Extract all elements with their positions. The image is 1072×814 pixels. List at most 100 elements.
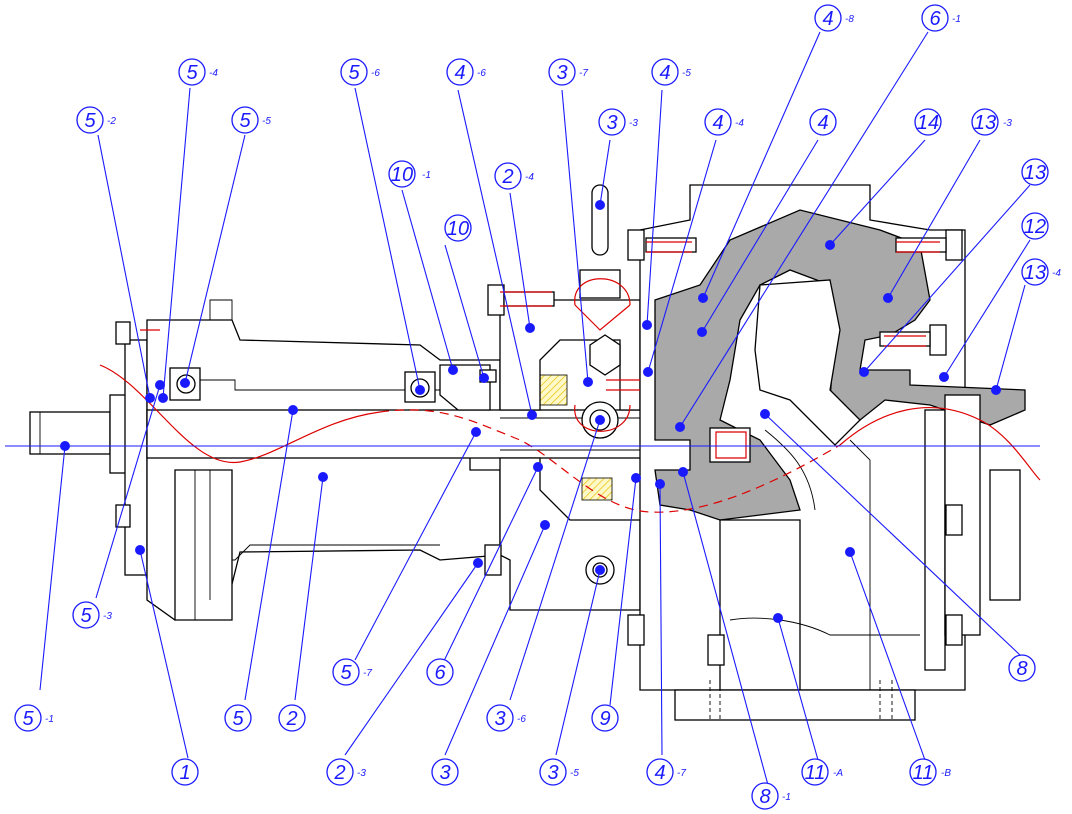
callout-5: 5 (224, 704, 252, 732)
callout-10: 10 (444, 214, 472, 242)
svg-text:-2: -2 (107, 116, 116, 127)
callout-5-2: 5 -2 (76, 106, 116, 134)
callout-4-6: 4-6 (446, 58, 486, 86)
svg-text:-5: -5 (682, 68, 691, 79)
callout-4-7: 4 -7 (646, 758, 686, 786)
svg-text:5: 5 (84, 110, 96, 132)
callout-13: 13 (1021, 158, 1049, 186)
svg-text:14: 14 (917, 112, 939, 134)
callout-4-5: 4 -5 (651, 58, 691, 86)
callout-3-6: 3 -6 (486, 704, 526, 732)
svg-text:4: 4 (712, 112, 723, 134)
svg-text:-3: -3 (103, 611, 112, 622)
svg-text:8: 8 (759, 786, 770, 808)
svg-text:2: 2 (333, 762, 345, 784)
mechanical-parts (5, 184, 1041, 721)
callout-4-8: 4 -8 (814, 4, 854, 32)
callout-11-B: 11 -B (909, 758, 951, 786)
callout-13-4: 13 -4 (1021, 258, 1061, 286)
svg-text:-4: -4 (1052, 268, 1061, 279)
svg-text:-A: -A (833, 768, 843, 779)
svg-text:4: 4 (654, 762, 665, 784)
svg-text:3: 3 (547, 762, 558, 784)
svg-text:10: 10 (447, 218, 469, 240)
svg-text:-4: -4 (209, 68, 218, 79)
svg-text:-5: -5 (570, 768, 579, 779)
svg-text:-3: -3 (629, 118, 638, 129)
svg-text:-1: -1 (422, 170, 431, 181)
callout-5-3: 5 -3 (72, 601, 112, 629)
svg-text:5: 5 (80, 605, 92, 627)
svg-text:3: 3 (606, 112, 617, 134)
svg-text:5: 5 (348, 62, 360, 84)
callout-9: 9 (591, 704, 619, 732)
shaft-end (29, 411, 111, 455)
callout-3-5: 3 -5 (539, 758, 579, 786)
svg-text:-1: -1 (952, 14, 961, 25)
svg-text:-6: -6 (517, 714, 526, 725)
svg-text:5: 5 (239, 110, 251, 132)
callout-5-7: 5 -7 (332, 658, 372, 686)
svg-text:3: 3 (494, 708, 505, 730)
svg-text:-4: -4 (735, 118, 744, 129)
svg-text:-7: -7 (579, 68, 588, 79)
svg-text:13: 13 (1024, 262, 1046, 284)
svg-text:11: 11 (805, 762, 826, 784)
callout-8-1: 8 -1 (751, 782, 791, 810)
svg-text:-4: -4 (525, 172, 534, 183)
svg-text:4: 4 (454, 62, 465, 84)
svg-text:10: 10 (391, 164, 413, 186)
callout-4: 4 (809, 108, 837, 136)
callout-13-3: 13 -3 (971, 108, 1012, 136)
callouts: 5 -1 5 -2 5 -3 5 -4 5 -5 5 -6 5 -7 5 1 2 2 -3 2-… (14, 4, 1061, 810)
callout-5-1: 5 -1 (14, 704, 54, 732)
svg-text:5: 5 (340, 662, 352, 684)
callout-5-5: 5 -5 (231, 106, 271, 134)
callout-4-4: 4 -4 (704, 108, 744, 136)
svg-text:3: 3 (439, 762, 450, 784)
callout-2-4: 2-4 (494, 162, 534, 190)
callout-1: 1 (171, 758, 199, 786)
callout-8: 8 (1008, 654, 1036, 682)
svg-text:5: 5 (232, 708, 244, 730)
svg-text:6: 6 (929, 8, 941, 30)
svg-text:13: 13 (1024, 162, 1046, 184)
callout-10-1: 10 -1 (388, 160, 431, 188)
svg-text:-8: -8 (845, 14, 854, 25)
svg-text:13: 13 (974, 112, 996, 134)
svg-text:-5: -5 (262, 116, 271, 127)
callout-5-6: 5 -6 (340, 58, 380, 86)
main-shaft (146, 409, 708, 459)
callout-6: 6 (426, 658, 454, 686)
svg-text:4: 4 (659, 62, 670, 84)
leader-lines (39, 31, 1031, 786)
callout-14: 14 (914, 108, 942, 136)
svg-text:-1: -1 (782, 792, 791, 803)
svg-text:-7: -7 (677, 768, 686, 779)
svg-text:4: 4 (817, 112, 828, 134)
callout-11-A: 11 -A (801, 758, 843, 786)
svg-text:-3: -3 (357, 768, 366, 779)
svg-text:-3: -3 (1003, 118, 1012, 129)
svg-text:6: 6 (434, 662, 446, 684)
svg-text:-6: -6 (371, 68, 380, 79)
callout-3: 3 (431, 758, 459, 786)
svg-text:5: 5 (186, 62, 198, 84)
svg-text:5: 5 (22, 708, 34, 730)
svg-text:-1: -1 (45, 714, 54, 725)
svg-text:8: 8 (1016, 658, 1027, 680)
callout-2: 2 (278, 704, 306, 732)
svg-text:1: 1 (179, 762, 190, 784)
callout-5-4: 5 -4 (178, 58, 218, 86)
section-break-line (99, 364, 381, 464)
svg-text:11: 11 (913, 762, 934, 784)
svg-text:4: 4 (822, 8, 833, 30)
svg-text:2: 2 (285, 708, 297, 730)
callout-3-7: 3 -7 (548, 58, 588, 86)
svg-text:12: 12 (1024, 216, 1046, 238)
callout-3-3: 3 -3 (598, 108, 638, 136)
svg-text:-B: -B (941, 768, 951, 779)
svg-text:3: 3 (556, 62, 567, 84)
svg-text:-7: -7 (363, 668, 372, 679)
